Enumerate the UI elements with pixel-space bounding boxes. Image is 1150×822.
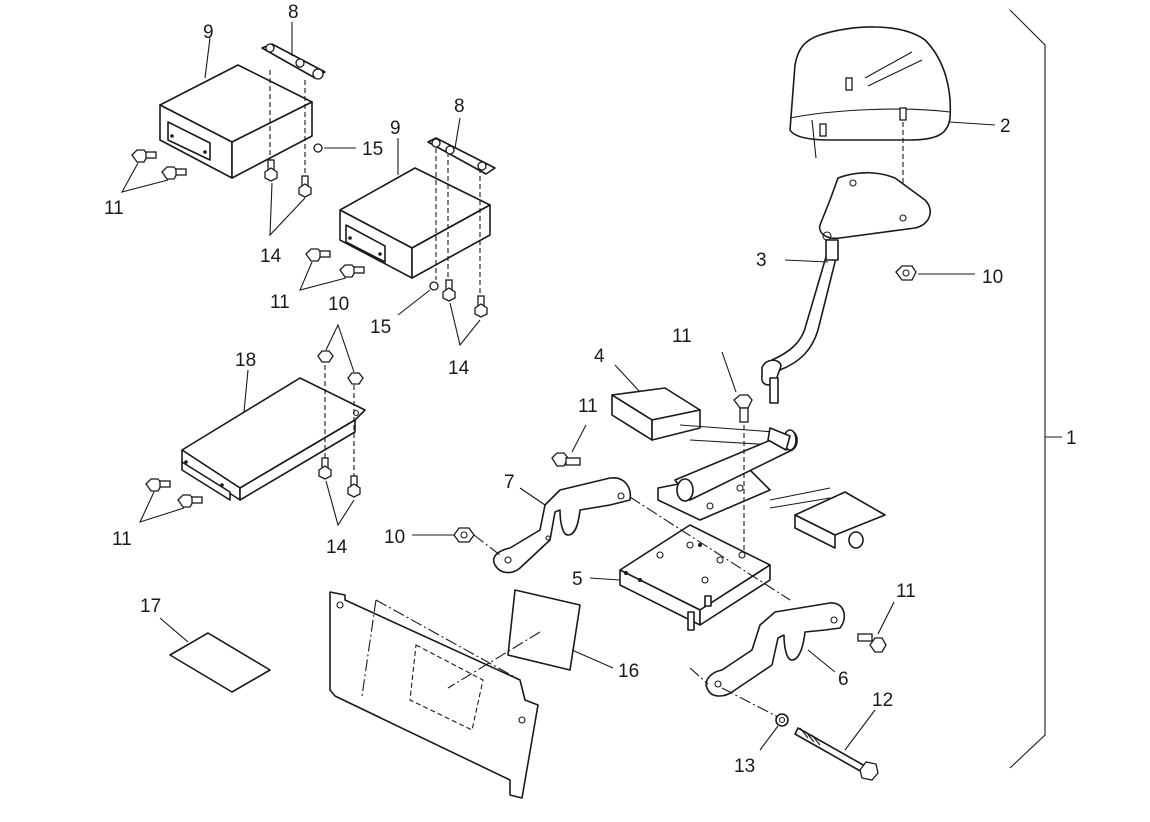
callout-6: 6	[838, 669, 849, 690]
nut-part	[313, 143, 323, 153]
right-bracket-part	[689, 602, 846, 719]
callout-8-top: 8	[288, 2, 299, 23]
callout-1: 1	[1066, 428, 1077, 449]
bolt-part	[857, 633, 887, 653]
seat-cushion-part	[789, 26, 952, 215]
washer-part	[775, 713, 789, 727]
callout-10-bracket: 10	[384, 527, 405, 548]
seat-support-arm-part	[761, 171, 931, 404]
label-plate-part	[447, 589, 581, 689]
callout-3: 3	[756, 250, 767, 271]
callout-18: 18	[235, 350, 256, 371]
callout-17: 17	[140, 596, 161, 617]
nut-part	[317, 350, 364, 385]
callout-9-top: 9	[203, 22, 214, 43]
nut-part	[453, 527, 501, 556]
callout-14-middle: 14	[448, 358, 470, 379]
bolt-part	[145, 478, 203, 508]
callout-14-lower: 14	[326, 537, 348, 558]
callout-11-bracket-right: 11	[896, 581, 916, 602]
callout-7: 7	[504, 472, 515, 493]
callout-10-top-left: 10	[328, 294, 349, 315]
callout-11-lower-left: 11	[112, 529, 132, 550]
callout-labels: 1 2 3 4 5 6 7 8 8 9 9 10 10 10 11 11 11 …	[104, 2, 1077, 777]
callout-10-right: 10	[982, 267, 1003, 288]
callout-9-middle: 9	[390, 118, 401, 139]
label-sheet-part	[169, 632, 271, 693]
bolt-part	[551, 452, 581, 467]
left-bracket-part	[492, 477, 791, 601]
bolt-part	[305, 248, 365, 278]
callout-15-top: 15	[362, 139, 383, 160]
callout-11-bracket-left: 11	[578, 396, 598, 417]
nut-part	[429, 281, 439, 291]
long-bolt-part	[794, 727, 879, 781]
callout-13: 13	[734, 756, 755, 777]
callout-5: 5	[572, 569, 583, 590]
bracket-strap-part	[261, 43, 326, 80]
callout-15-middle: 15	[370, 317, 391, 338]
callout-11-top-left: 11	[104, 198, 124, 219]
callout-8-middle: 8	[454, 96, 465, 117]
bolt-part	[318, 457, 361, 498]
callout-11-pedal: 11	[672, 326, 692, 347]
mounting-plate-part	[329, 591, 539, 799]
callout-11-middle: 11	[270, 292, 290, 313]
control-box-part	[339, 148, 491, 296]
nut-part	[895, 265, 917, 281]
bolt-part	[131, 149, 187, 180]
assembly-bracket	[1009, 9, 1062, 769]
callout-12: 12	[872, 690, 893, 711]
callout-16: 16	[618, 661, 639, 682]
controller-box-part	[181, 365, 366, 501]
callout-14-top: 14	[260, 246, 282, 267]
callout-4: 4	[594, 346, 605, 367]
callout-2: 2	[1000, 116, 1011, 137]
bolt-part	[733, 394, 753, 555]
footrest-frame-part	[611, 387, 886, 549]
base-plate-part	[619, 524, 771, 631]
bolt-part	[264, 159, 312, 198]
bolt-part	[442, 279, 488, 318]
bracket-strap-part	[427, 137, 496, 175]
control-box-part	[159, 64, 313, 180]
